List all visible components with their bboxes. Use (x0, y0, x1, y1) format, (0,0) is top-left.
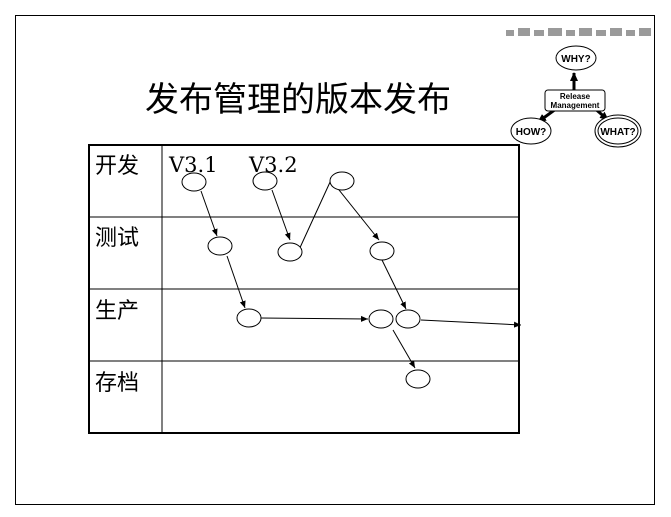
node-prod-merge-b (395, 309, 421, 329)
release-management-logo: WHY? Release Management HOW? WHAT? (506, 28, 651, 148)
logo-why: WHY? (561, 54, 590, 65)
logo-how: HOW? (516, 127, 547, 138)
node-v32-dev-rework (329, 171, 355, 191)
lane-label-production: 生产 (95, 299, 139, 324)
node-prod-merge-a (368, 309, 394, 329)
logo-what: WHAT? (600, 127, 635, 138)
lane-grid (88, 144, 520, 434)
node-v31-test (207, 236, 233, 256)
flow-arrows (200, 179, 522, 369)
node-v31-dev (181, 172, 207, 192)
flow-nodes (181, 171, 431, 389)
node-v32-test-2 (369, 241, 395, 261)
node-v31-prod (236, 308, 262, 328)
lane-label-dev: 开发 (95, 154, 139, 179)
page-title: 发布管理的版本发布 (145, 80, 451, 120)
lane-label-test: 测试 (95, 226, 139, 251)
node-archive (405, 369, 431, 389)
version-label-v32: V3.2 (248, 153, 298, 177)
node-v32-dev (252, 171, 278, 191)
lane-label-archive: 存档 (95, 371, 139, 396)
logo-center-line1: Release (560, 92, 591, 101)
node-v32-test (277, 242, 303, 262)
logo-noise-bar (506, 28, 651, 36)
logo-center-line2: Management (551, 101, 600, 110)
